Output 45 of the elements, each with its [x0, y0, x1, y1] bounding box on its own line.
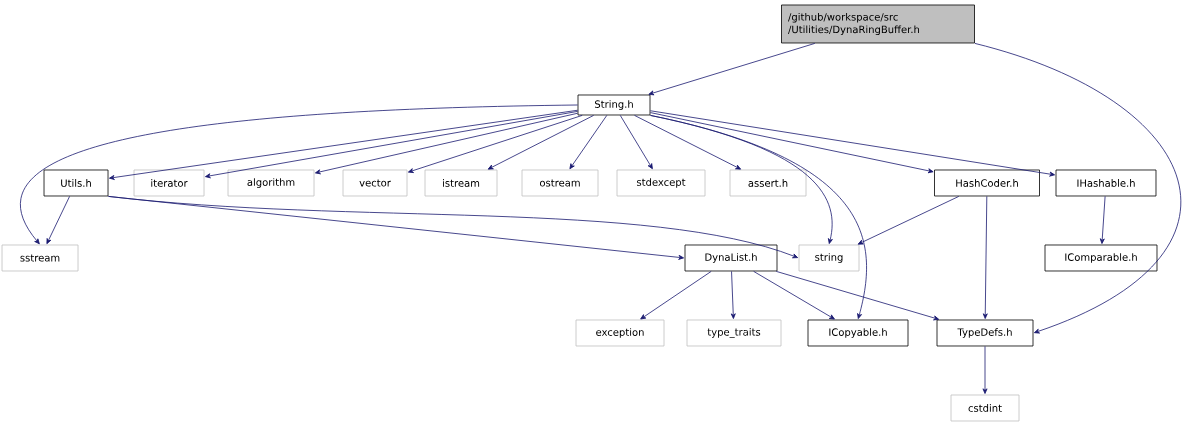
arrow [753, 271, 835, 320]
file-box: string [798, 244, 860, 272]
arrow [619, 115, 653, 170]
arrow [982, 346, 988, 394]
arrow [108, 196, 684, 260]
file-box: HashCoder.h [934, 169, 1040, 197]
arrow [650, 112, 934, 174]
file-box: String.h [577, 94, 651, 116]
file-box: ostream [521, 169, 599, 197]
file-box: stdexcept [616, 169, 706, 197]
arrow [109, 109, 578, 180]
file-box: type_traits [686, 319, 782, 347]
arrow [640, 271, 712, 320]
arrow [408, 115, 583, 173]
file-box: istream [424, 169, 498, 197]
file-box: /github/workspace/src /Utilities/DynaRingBuffer.h [781, 4, 975, 44]
file-box: vector [342, 169, 408, 197]
arrow [650, 110, 1055, 177]
file-box: TypeDefs.h [936, 319, 1034, 347]
file-box: ICopyable.h [807, 319, 909, 347]
file-box: sstream [1, 244, 79, 272]
arrow [857, 196, 960, 245]
arrow [634, 115, 742, 170]
file-box: algorithm [227, 169, 315, 197]
arrow [974, 43, 1182, 334]
arrow [650, 115, 867, 319]
file-box: exception [575, 319, 665, 347]
arrow [487, 115, 594, 170]
arrow [569, 115, 608, 170]
file-box: IHashable.h [1055, 169, 1157, 197]
arrow [730, 271, 736, 319]
file-box: IComparable.h [1044, 244, 1158, 272]
arrow [205, 110, 578, 179]
file-box: cstdint [950, 394, 1020, 422]
arrow [1099, 196, 1106, 244]
arrow [46, 196, 70, 245]
file-box: DynaList.h [684, 244, 778, 272]
arrow [20, 104, 578, 245]
arrow [775, 271, 940, 321]
arrow [982, 196, 988, 319]
file-box: Utils.h [43, 169, 109, 197]
arrow [315, 112, 578, 175]
file-box: assert.h [729, 169, 807, 197]
arrow [648, 43, 816, 96]
file-box: iterator [133, 169, 205, 197]
